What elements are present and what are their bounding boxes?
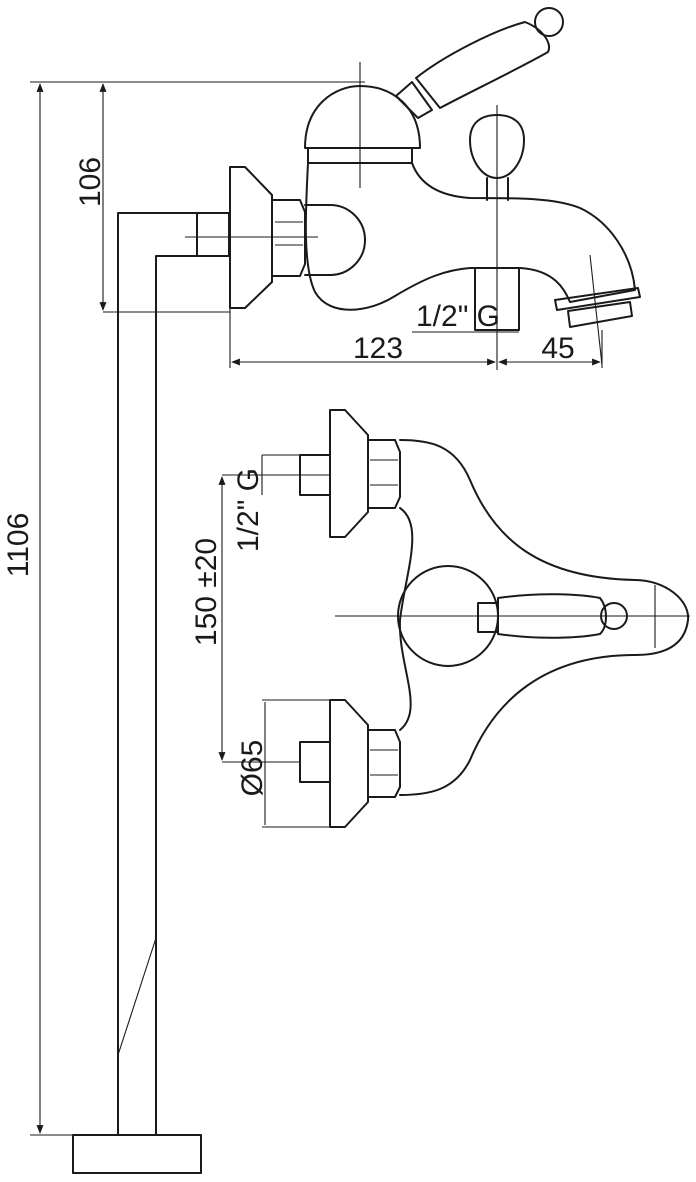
column-cut-line (117, 937, 157, 1056)
spout-aerator (567, 301, 633, 328)
front-body-outline (399, 439, 690, 796)
dimensions: 1106 106 123 45 1/2" G 150 ±20 1/2" G Ø6… (2, 81, 603, 1136)
diverter-knob (469, 114, 525, 179)
dim-inlet-thread: 1/2" G (232, 468, 265, 552)
front-lever-collar (477, 602, 499, 633)
mixer-front-view (262, 409, 690, 828)
side-hex-nut (271, 199, 306, 277)
side-body-spout (304, 162, 636, 311)
column-inner-edge (155, 255, 198, 1136)
side-lever-collar (395, 81, 433, 119)
dim-upper-height: 106 (74, 157, 107, 207)
floor-column (72, 212, 230, 1174)
front-bottom-nut (367, 729, 401, 798)
dim-inlet-spacing: 150 ±20 (190, 538, 223, 646)
dim-outlet-thread: 1/2" G (416, 300, 500, 333)
dim-spout-length: 123 (353, 332, 403, 365)
spout-tip-ring (554, 287, 641, 311)
mixer-side-view (185, 7, 641, 370)
front-top-flange (329, 409, 369, 538)
front-bottom-flange (329, 699, 369, 828)
front-bottom-connector (299, 741, 331, 783)
column-outer-edge (117, 212, 198, 1136)
side-body-cylinder (304, 204, 366, 276)
front-lever-handle (497, 593, 607, 639)
side-lever-handle (415, 21, 550, 109)
column-connector (196, 212, 230, 257)
dim-escutcheon-diameter: Ø65 (236, 740, 269, 797)
spout-centerline (589, 254, 603, 366)
front-top-nut (367, 439, 401, 509)
front-body-inner (398, 507, 414, 731)
diverter-stem (486, 177, 509, 201)
side-dome-cap (304, 85, 421, 149)
floor-base (72, 1134, 202, 1174)
dim-spout-tip: 45 (541, 332, 574, 365)
dim-total-height: 1106 (2, 513, 35, 578)
side-lever-knob (534, 7, 564, 37)
